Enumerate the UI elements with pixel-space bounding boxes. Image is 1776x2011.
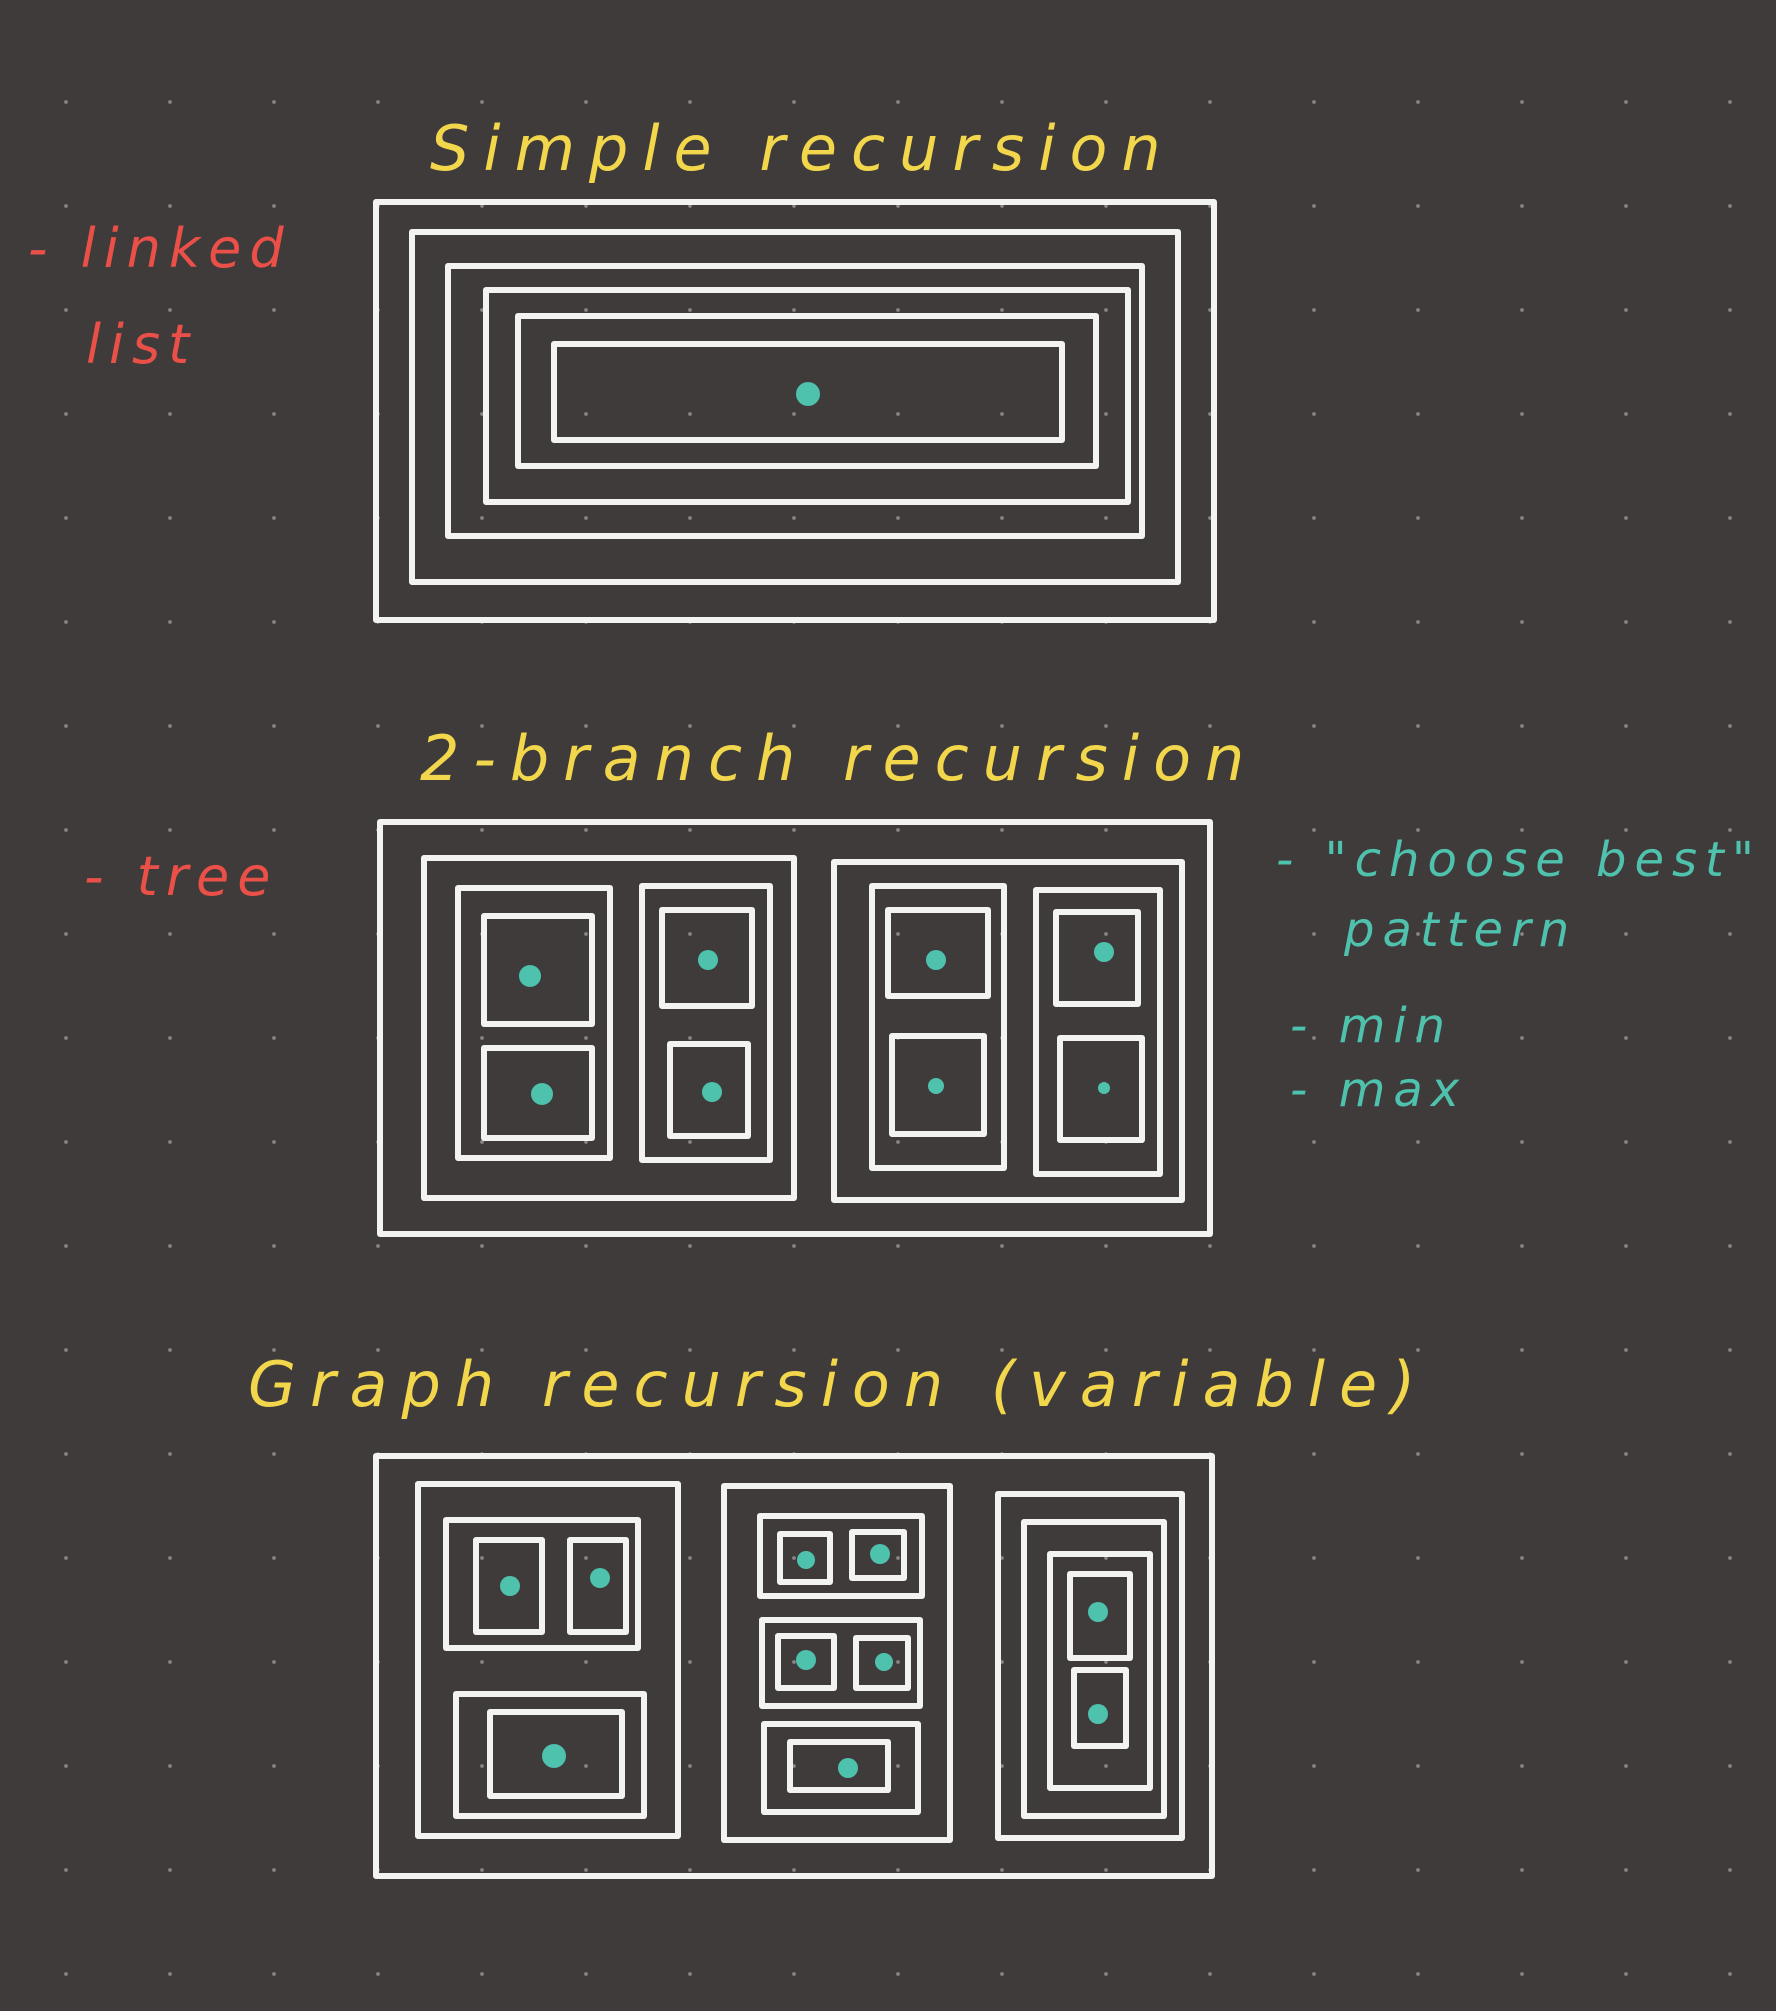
tree-leaf-box <box>667 1041 751 1139</box>
note-choose-best: - "choose best" <box>1276 832 1762 888</box>
leaf-dot <box>1088 1602 1108 1622</box>
leaf-dot <box>698 950 718 970</box>
note-pattern: pattern <box>1344 902 1578 958</box>
leaf-dot <box>926 950 946 970</box>
title-2-branch-recursion: 2-branch recursion <box>420 722 1259 795</box>
graph-node-box <box>777 1531 833 1585</box>
leaf-dot <box>796 1650 816 1670</box>
graph-left-top-box <box>443 1517 641 1651</box>
leaf-dot <box>838 1758 858 1778</box>
note-tree: - tree <box>84 845 279 908</box>
graph-middle-row-box <box>759 1617 923 1709</box>
tree-leaf-box <box>659 907 755 1009</box>
graph-node-box <box>487 1709 625 1799</box>
graph-node-box <box>787 1739 891 1793</box>
leaf-dot <box>590 1568 610 1588</box>
leaf-dot <box>796 382 820 406</box>
tree-leaf-box <box>1053 909 1141 1007</box>
graph-middle-row-box <box>761 1721 921 1815</box>
tree-right-branch-box <box>831 859 1185 1203</box>
graph-middle-row-box <box>757 1513 925 1599</box>
tree-leaf-box <box>889 1033 987 1137</box>
tree-root-box <box>377 819 1213 1237</box>
leaf-dot <box>875 1653 893 1671</box>
nested-box-level-5 <box>515 313 1099 469</box>
tree-left-left-box <box>455 885 613 1161</box>
graph-right-nested-box <box>1021 1519 1167 1819</box>
tree-left-right-box <box>639 883 773 1163</box>
graph-left-bottom-box <box>453 1691 647 1819</box>
graph-node-box <box>473 1537 545 1635</box>
tree-leaf-box <box>1057 1035 1145 1143</box>
note-min: - min <box>1290 998 1454 1054</box>
leaf-dot <box>1088 1704 1108 1724</box>
leaf-dot <box>531 1083 553 1105</box>
tree-leaf-box <box>481 913 595 1027</box>
graph-node-box <box>775 1633 837 1691</box>
leaf-dot <box>1094 942 1114 962</box>
tree-leaf-box <box>885 907 991 999</box>
graph-node-box <box>849 1529 907 1581</box>
leaf-dot <box>500 1576 520 1596</box>
graph-middle-group-box <box>721 1483 953 1843</box>
nested-box-level-1 <box>373 199 1217 623</box>
tree-left-branch-box <box>421 855 797 1201</box>
note-max: - max <box>1290 1062 1468 1118</box>
graph-node-box <box>567 1537 629 1635</box>
leaf-dot <box>542 1744 566 1768</box>
graph-node-box <box>853 1635 911 1691</box>
leaf-dot <box>928 1078 944 1094</box>
graph-right-nested-box <box>1047 1551 1153 1791</box>
tree-right-right-box <box>1033 887 1163 1177</box>
graph-node-box <box>1067 1571 1133 1661</box>
leaf-dot <box>1098 1082 1110 1094</box>
nested-box-level-2 <box>409 229 1181 585</box>
title-graph-recursion: Graph recursion (variable) <box>248 1348 1430 1421</box>
note-linked: - linked <box>28 217 292 280</box>
graph-root-box <box>373 1453 1215 1879</box>
leaf-dot <box>870 1544 890 1564</box>
tree-leaf-box <box>481 1045 595 1141</box>
leaf-dot <box>519 965 541 987</box>
tree-right-left-box <box>869 883 1007 1171</box>
title-simple-recursion: Simple recursion <box>430 112 1175 185</box>
graph-right-group-box <box>995 1491 1185 1841</box>
leaf-dot <box>797 1551 815 1569</box>
graph-left-group-box <box>415 1481 681 1839</box>
leaf-dot <box>702 1082 722 1102</box>
nested-box-level-3 <box>445 263 1145 539</box>
note-list: list <box>86 313 198 376</box>
graph-node-box <box>1071 1667 1129 1749</box>
nested-box-level-4 <box>483 287 1131 505</box>
nested-box-level-6 <box>551 341 1065 443</box>
